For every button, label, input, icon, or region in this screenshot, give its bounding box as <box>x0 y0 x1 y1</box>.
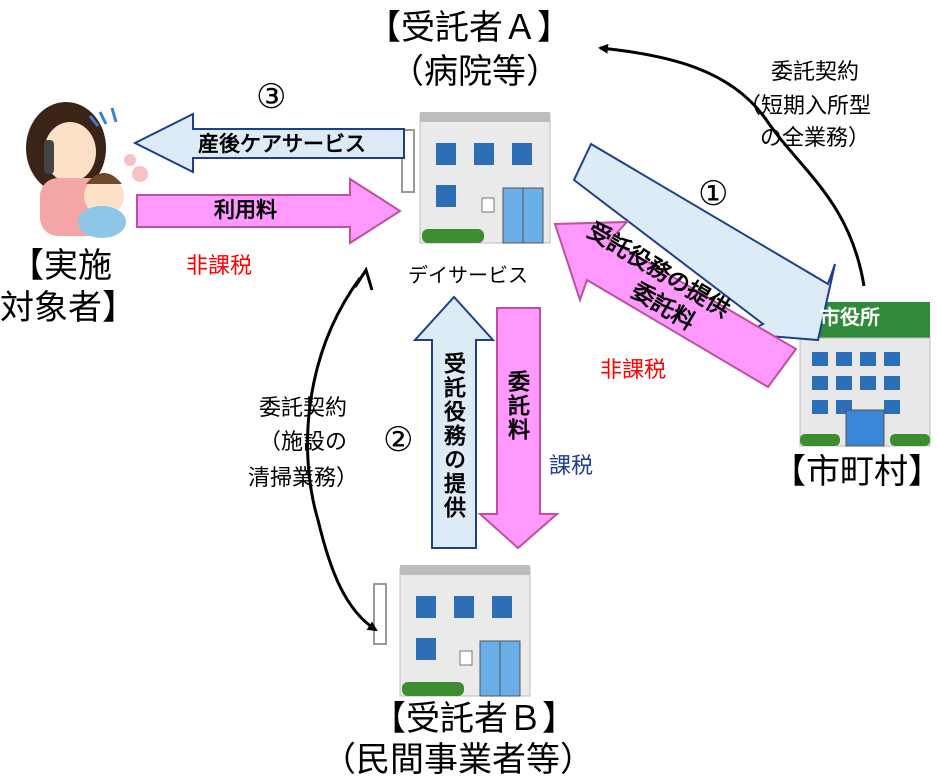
contract-a-b-line2: （施設の <box>258 430 347 455</box>
city-name: 【市町村】 <box>772 452 939 492</box>
contract-a-b-line3: 清掃業務） <box>247 466 358 491</box>
building-b-icon <box>373 565 531 697</box>
contract-curve-a-to-b-start-head <box>353 266 374 291</box>
contract-curve-a-to-b <box>306 277 378 632</box>
trustee-b-type: （民間事業者等） <box>322 740 594 780</box>
contract-city-a-line2: （短期入所型 <box>738 94 871 119</box>
step-number-three: ③ <box>256 77 287 117</box>
fee-a-to-b-label: 委託料 <box>503 370 529 442</box>
step-number-one: ① <box>698 174 729 214</box>
city-hall-icon <box>799 302 931 447</box>
mother-with-baby-icon <box>26 102 148 238</box>
service-to-subject-label: 産後ケアサービス <box>198 132 366 156</box>
contract-city-a-line3: の全業務） <box>759 126 870 151</box>
duty-b-to-a-label: 受託役務の提供 <box>439 352 465 520</box>
arrow-fee-city-to-a <box>553 220 798 389</box>
trustee-b-name: 【受託者Ｂ】 <box>372 699 576 739</box>
tax-non-taxable-subject: 非課税 <box>186 254 253 279</box>
contract-a-b-line1: 委託契約 <box>258 396 347 421</box>
trustee-a-type: （病院等） <box>390 52 560 92</box>
subject-line1: 【実施 <box>10 246 112 286</box>
arrow-duty-a-to-city <box>572 142 836 342</box>
usage-fee-label: 利用料 <box>214 198 277 222</box>
step-number-two: ② <box>383 420 414 460</box>
arrow-service-to-subject <box>132 112 405 174</box>
subject-line2: 対象者】 <box>0 288 136 328</box>
arrow-fee-a-to-b <box>477 307 560 550</box>
contract-curve-city-to-a <box>598 43 866 287</box>
city-hall-sign: 市役所 <box>820 305 880 329</box>
contract-city-a-line1: 委託契約 <box>770 60 859 85</box>
arrow-usage-fee <box>136 177 402 245</box>
tax-non-taxable-city: 非課税 <box>600 358 667 383</box>
building-a-icon <box>401 112 551 244</box>
tax-taxable-b: 課税 <box>549 454 594 479</box>
arrow-duty-b-to-a <box>412 295 496 549</box>
day-service-label: デイサービス <box>408 263 528 287</box>
trustee-a-name: 【受託者Ａ】 <box>367 8 571 48</box>
